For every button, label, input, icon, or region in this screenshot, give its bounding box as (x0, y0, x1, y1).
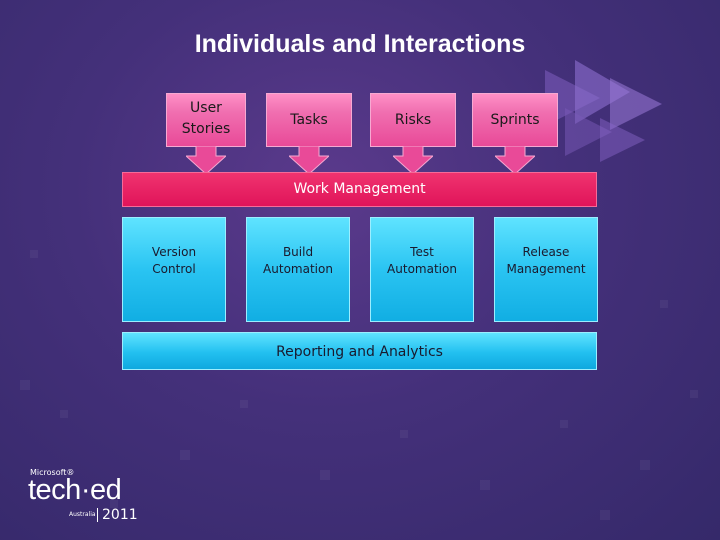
version-control-box: Version Control (122, 217, 226, 322)
arrow-down-icon (495, 146, 535, 174)
build-automation-box: Build Automation (246, 217, 350, 322)
arrow-down-icon (289, 146, 329, 174)
release-management-box: Release Management (494, 217, 598, 322)
test-automation-label: Test Automation (382, 244, 462, 278)
version-control-label: Version Control (147, 244, 201, 278)
user-stories-label: User Stories (176, 98, 236, 140)
user-stories-box: User Stories (166, 93, 246, 147)
sprints-label: Sprints (490, 110, 539, 131)
logo-divider (97, 508, 98, 522)
reporting-analytics-bar: Reporting and Analytics (122, 332, 597, 370)
risks-label: Risks (395, 110, 431, 131)
slide-title: Individuals and Interactions (0, 30, 720, 59)
tasks-box: Tasks (266, 93, 352, 147)
sprints-box: Sprints (472, 93, 558, 147)
work-management-bar: Work Management (122, 172, 597, 207)
test-automation-box: Test Automation (370, 217, 474, 322)
logo-year: 2011 (102, 507, 138, 523)
arrow-down-icon (186, 146, 226, 174)
arrow-down-icon (393, 146, 433, 174)
risks-box: Risks (370, 93, 456, 147)
build-automation-label: Build Automation (258, 244, 338, 278)
release-management-label: Release Management (501, 244, 591, 278)
logo-teched: tech·ed (28, 474, 121, 507)
tasks-label: Tasks (290, 110, 328, 131)
logo-region: Australia (69, 511, 96, 518)
